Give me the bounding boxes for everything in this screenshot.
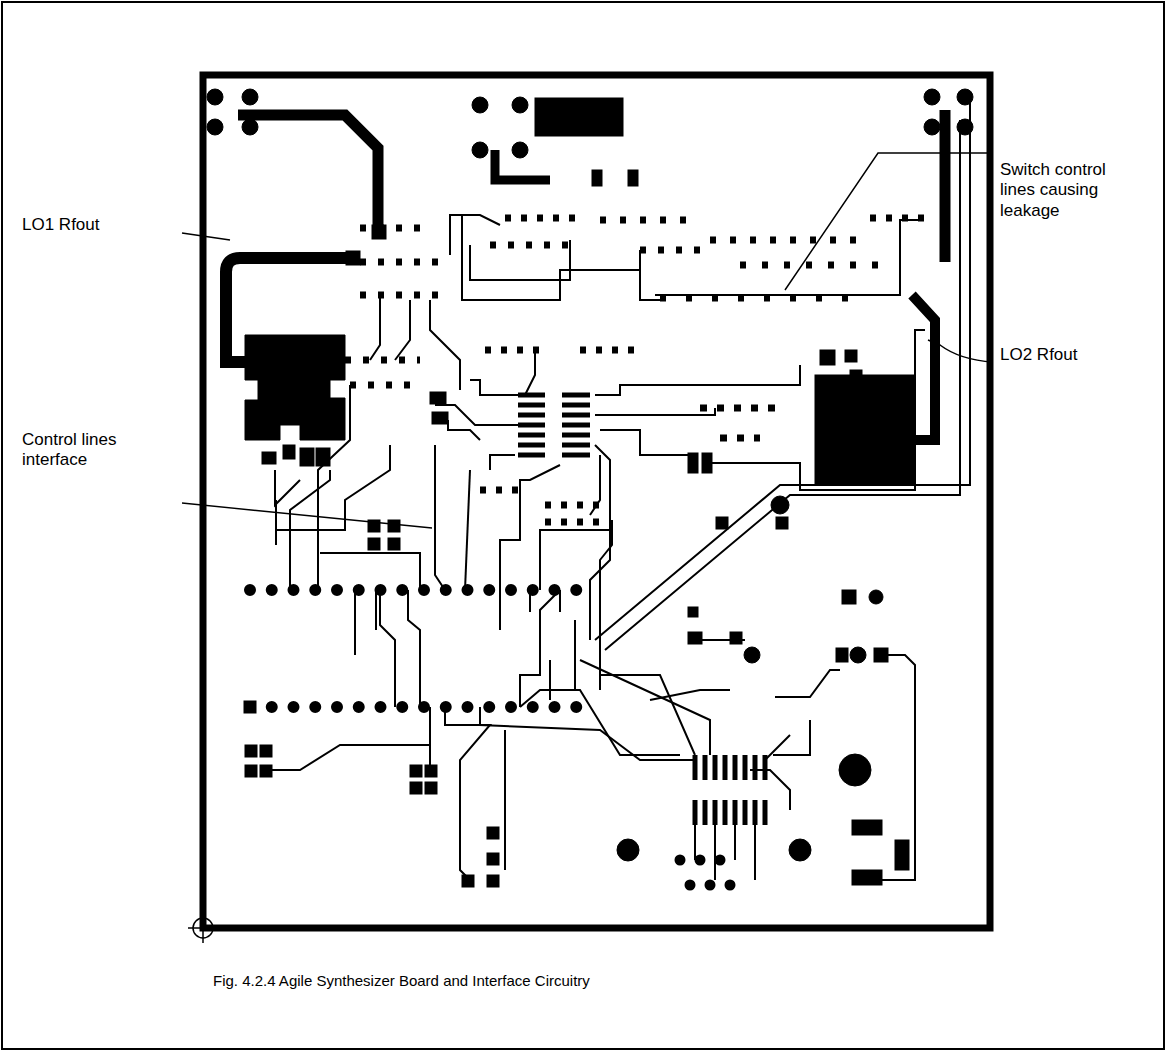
callout-label: LO2 Rfout [1000,345,1150,365]
board [188,75,990,943]
callout-label: Switch control lines causing leakage [1000,160,1110,221]
callout-label: LO1 Rfout [22,215,172,235]
callout-label: Control lines interface [22,430,132,471]
figure-caption: Fig. 4.2.4 Agile Synthesizer Board and I… [213,972,590,990]
leader-lines [182,153,993,528]
